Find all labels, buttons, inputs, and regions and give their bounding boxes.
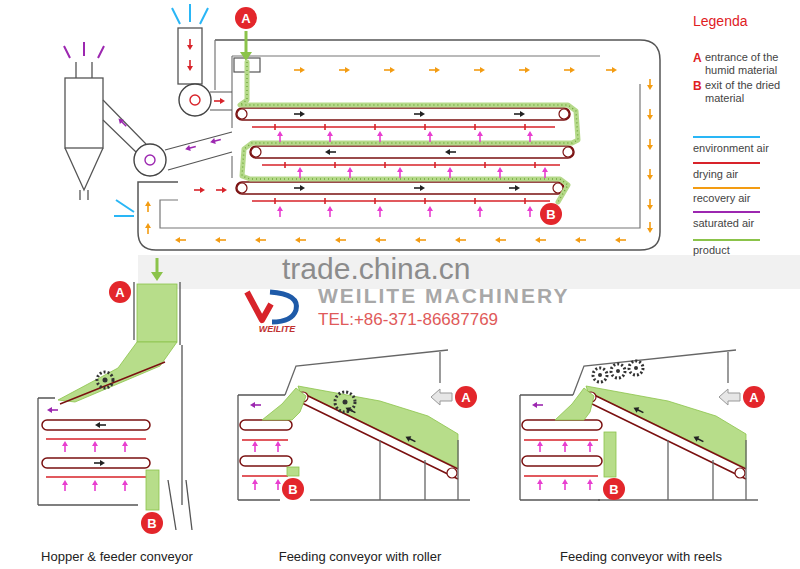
marker-circle: A	[455, 386, 477, 408]
legend-text: recovery air	[693, 192, 750, 204]
legend-text: drying air	[693, 168, 738, 180]
marker-circle: B	[540, 203, 562, 225]
legend-entry: environment air	[693, 142, 769, 155]
panel-caption: Feeding conveyor with roller	[279, 549, 442, 564]
legend-text: product	[693, 244, 730, 256]
marker-circle: A	[109, 281, 131, 303]
legend-title: Legenda	[693, 13, 748, 29]
marker-circle: B	[603, 478, 625, 500]
marker-letter: B	[609, 482, 618, 497]
legend-letter: B	[693, 79, 702, 93]
legend-text: saturated air	[693, 217, 754, 229]
legend-text: environment air	[693, 142, 769, 154]
marker-circle: B	[141, 512, 163, 534]
marker-circle: B	[282, 478, 304, 500]
marker-letter: A	[115, 285, 124, 300]
watermark: trade.china.cn	[282, 252, 470, 286]
legend-entry: recovery air	[693, 192, 750, 205]
legend-text: exit of the dried material	[705, 79, 780, 104]
panel-caption: Hopper & feeder conveyor	[41, 549, 193, 564]
legend-entry: saturated air	[693, 217, 754, 230]
legend-entry: product	[693, 244, 730, 257]
legend-entry: drying air	[693, 168, 738, 181]
marker-circle: A	[235, 7, 257, 29]
legend-text: entrance of the humid material	[705, 51, 778, 76]
marker-letter: B	[288, 482, 297, 497]
legend-letter: A	[693, 51, 702, 65]
watermark: WEILITE MACHINERY	[318, 284, 569, 308]
logo-text: WEILITE	[259, 324, 296, 334]
marker-circle: A	[743, 386, 765, 408]
marker-letter: A	[749, 390, 758, 405]
marker-letter: A	[461, 390, 470, 405]
panel-caption: Feeding conveyor with reels	[560, 549, 722, 564]
marker-letter: A	[241, 11, 250, 26]
legend-entry: entrance of the humid material	[705, 51, 796, 77]
legend-entry: exit of the dried material	[705, 79, 796, 105]
marker-letter: B	[147, 516, 156, 531]
watermark: TEL:+86-371-86687769	[318, 310, 498, 330]
marker-letter: B	[546, 207, 555, 222]
